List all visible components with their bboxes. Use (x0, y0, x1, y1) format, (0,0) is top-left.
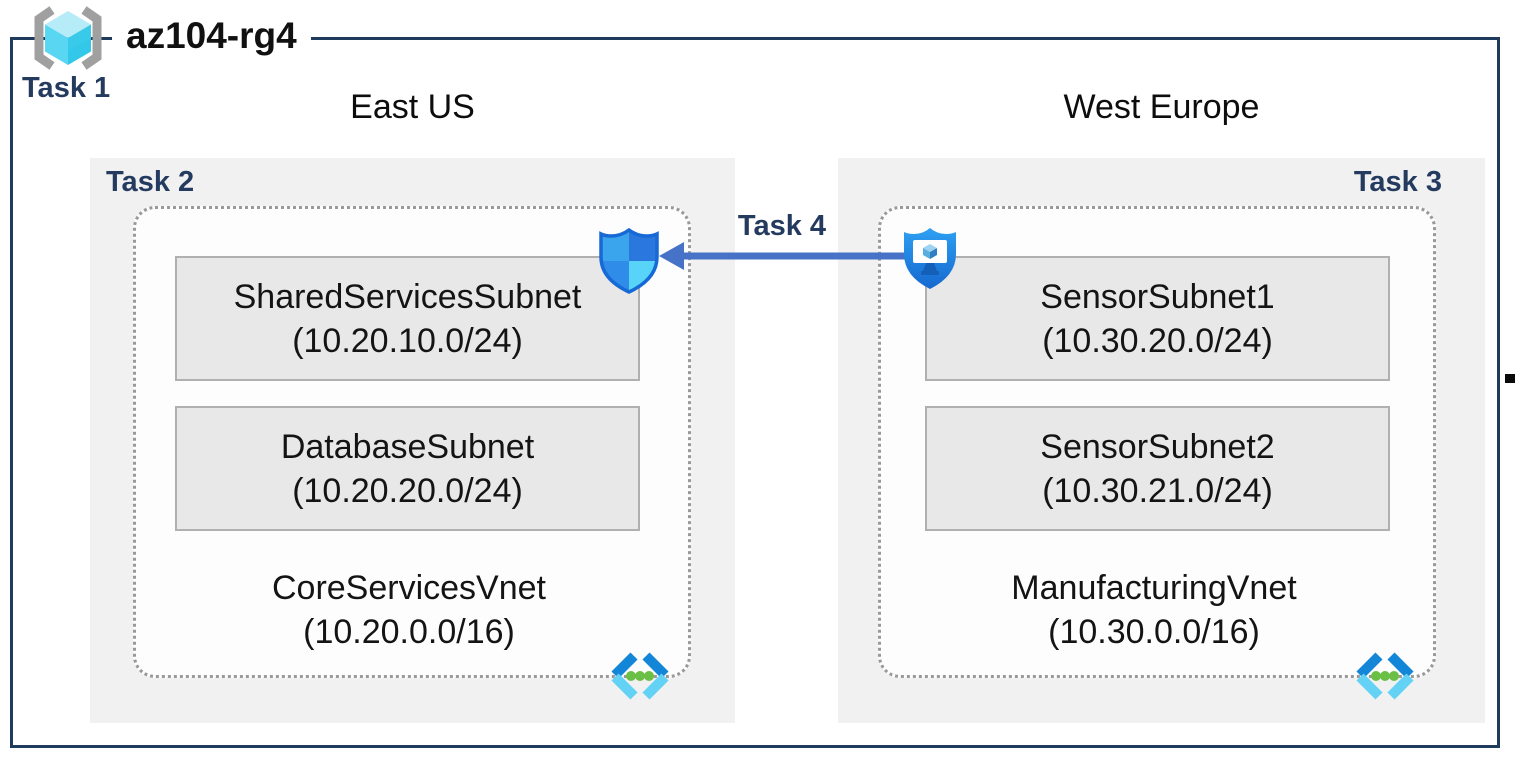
network-security-group-shield-icon (599, 227, 659, 294)
task-4-label: Task 4 (737, 210, 827, 242)
subnet-cidr: (10.30.20.0/24) (1042, 321, 1273, 360)
resource-group-title: az104-rg4 (112, 12, 311, 60)
region-title-east-us: East US (350, 88, 475, 126)
vnet-label-coreservices: CoreServicesVnet (10.20.0.0/16) (133, 566, 685, 654)
subnet-name: SensorSubnet1 (1040, 277, 1275, 316)
subnet-sensor2: SensorSubnet2 (10.30.21.0/24) (925, 406, 1390, 531)
subnet-name: SensorSubnet2 (1040, 427, 1275, 466)
region-title-west-europe: West Europe (1063, 88, 1260, 126)
shielded-vm-monitor-icon (904, 228, 956, 289)
vnet-cidr: (10.30.0.0/16) (1048, 613, 1260, 651)
subnet-cidr: (10.30.21.0/24) (1042, 471, 1273, 510)
subnet-cidr: (10.20.20.0/24) (292, 471, 523, 510)
subnet-cidr: (10.20.10.0/24) (292, 321, 523, 360)
virtual-network-icon (611, 652, 669, 700)
subnet-sensor1: SensorSubnet1 (10.30.20.0/24) (925, 256, 1390, 381)
resource-group-icon (34, 6, 102, 70)
vnet-name: CoreServicesVnet (271, 569, 546, 607)
subnet-name: SharedServicesSubnet (233, 277, 582, 316)
resource-group-border (10, 37, 1500, 748)
virtual-network-icon (1356, 652, 1414, 700)
vnet-label-manufacturing: ManufacturingVnet (10.30.0.0/16) (878, 566, 1430, 654)
vnet-cidr: (10.20.0.0/16) (303, 613, 515, 651)
subnet-sharedservices: SharedServicesSubnet (10.20.10.0/24) (175, 256, 640, 381)
subnet-database: DatabaseSubnet (10.20.20.0/24) (175, 406, 640, 531)
edge-artifact-mark (1505, 374, 1515, 383)
subnet-name: DatabaseSubnet (280, 427, 535, 466)
task-1-label: Task 1 (22, 72, 111, 104)
task-2-label: Task 2 (106, 166, 195, 198)
task-3-label: Task 3 (1353, 166, 1442, 198)
vnet-name: ManufacturingVnet (1011, 569, 1297, 607)
